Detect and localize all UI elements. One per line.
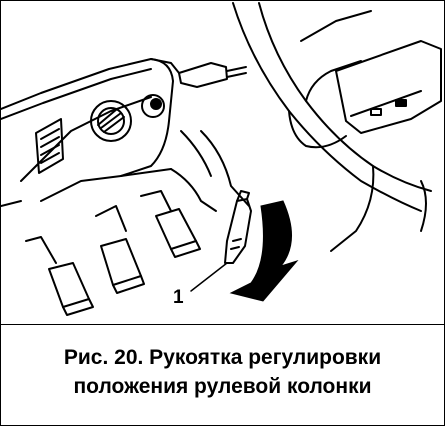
steering-wheel-drawing — [232, 2, 442, 252]
adjustment-lever-drawing — [224, 190, 252, 264]
curved-arrow — [229, 200, 299, 302]
caption-divider — [1, 324, 444, 325]
figure-caption: Рис. 20. Рукоятка регулировки положения … — [1, 343, 444, 401]
callout-leader-line — [190, 262, 228, 292]
caption-line-1: Рис. 20. Рукоятка регулировки — [63, 346, 382, 369]
pedal-drawing — [25, 190, 201, 316]
dashboard-drawing — [1, 58, 250, 212]
caption-line-2: положения рулевой колонки — [73, 375, 372, 398]
callout-number: 1 — [173, 287, 184, 308]
steering-column-illustration: 1 — [1, 2, 442, 316]
